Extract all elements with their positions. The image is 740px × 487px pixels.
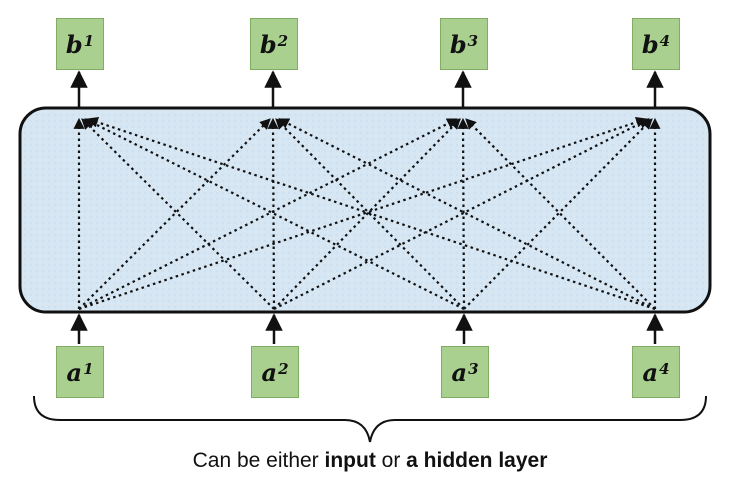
output-superscript: 2: [277, 32, 289, 50]
caption-bold-hidden-layer: a hidden layer: [406, 449, 548, 472]
bracket: [33, 395, 707, 443]
output-superscript: 1: [83, 32, 95, 50]
connection-a3-b4: [463, 118, 653, 310]
input-superscript: 4: [659, 360, 670, 378]
input-superscript: 2: [278, 360, 289, 378]
input-symbol: a: [261, 357, 278, 387]
caption-bold-input: input: [324, 449, 376, 472]
connection-a2-b4: [273, 118, 650, 310]
caption-part1: Can be either: [192, 449, 325, 472]
caption: Can be either input or a hidden layer: [0, 449, 740, 473]
connection-a4-b2: [278, 118, 656, 310]
connection-a3-b3: [457, 117, 469, 310]
output-symbol: b: [641, 29, 659, 59]
output-symbol: b: [65, 29, 83, 59]
connection-a2-b2: [267, 117, 279, 310]
connection-a1-b3: [78, 118, 458, 310]
connection-a2-b3: [273, 118, 461, 310]
io-arrows: [70, 70, 664, 344]
caption-part2: or: [375, 449, 407, 472]
attention-connections: [73, 116, 661, 311]
connection-a1-b4: [78, 116, 648, 311]
input-superscript: 1: [83, 360, 94, 378]
connection-a4-b1: [86, 116, 656, 311]
output-symbol: b: [259, 29, 277, 59]
connection-a3-b1: [84, 118, 465, 310]
output-symbol: b: [449, 29, 467, 59]
input-symbol: a: [451, 357, 468, 387]
connection-a4-b3: [465, 118, 656, 310]
output-superscript: 4: [659, 32, 671, 50]
output-superscript: 3: [467, 32, 479, 50]
input-symbol: a: [66, 357, 83, 387]
input-superscript: 3: [468, 360, 479, 378]
input-symbol: a: [642, 357, 659, 387]
